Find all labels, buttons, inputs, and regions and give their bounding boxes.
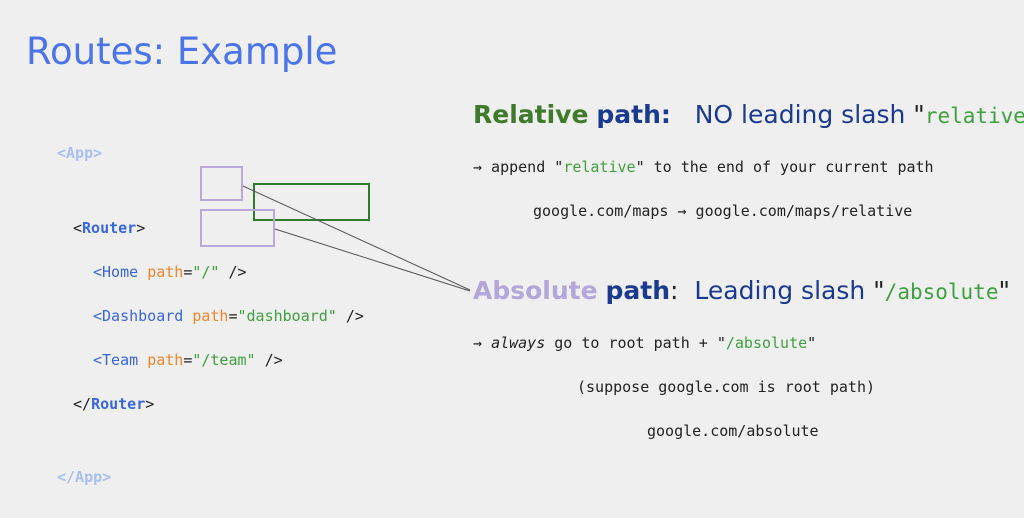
dashboard-path-highlight [253,183,370,221]
connector-team-to-absolute [274,228,471,292]
router-close-tag: Router [91,395,146,413]
code-router-open: <Router> [73,219,146,237]
route-component: <Dashboard [93,307,184,325]
slide-title: Routes: Example [26,30,338,73]
absolute-path-word: path [605,276,671,305]
code-route-team: <Team path="/team" /> [93,351,283,369]
route-component: <Home [93,263,139,281]
route-attr: path [147,351,184,369]
relative-heading: Relative path: NO leading slash "relativ… [473,100,1024,129]
absolute-keyword: Absolute [473,276,598,305]
absolute-heading: Absolute path: Leading slash "/absolute" [473,276,1010,305]
relative-example-line: google.com/maps → google.com/maps/relati… [533,202,913,220]
route-path-value: "/team" [192,351,256,369]
team-path-highlight [200,209,275,247]
router-open-tag: Router [82,219,137,237]
relative-explanation: → append "relative" to the end of your c… [473,158,934,176]
app-close-tag: </App> [57,468,112,486]
route-attr: path [147,263,184,281]
relative-example: relative [924,104,1024,128]
home-path-highlight [200,166,243,201]
code-route-home: <Home path="/" /> [93,263,247,281]
route-path-value: "dashboard" [237,307,337,325]
absolute-example: /absolute [884,280,999,304]
app-open-tag: <App> [57,144,103,162]
code-app-close: </App> [57,466,364,488]
relative-description: NO leading slash [694,100,914,129]
code-route-dashboard: <Dashboard path="dashboard" /> [93,307,364,325]
code-app-open: <App> [57,142,364,164]
route-component: <Team [93,351,139,369]
code-router-close: </Router> [73,395,155,413]
relative-keyword: Relative [473,100,589,129]
route-path-value: "/" [192,263,220,281]
connector-home-to-absolute [242,185,471,291]
absolute-root-note: (suppose google.com is root path) [577,378,876,396]
absolute-explanation: → always go to root path + "/absolute" [473,334,817,352]
route-attr: path [192,307,229,325]
relative-path-word: path: [596,100,671,129]
absolute-description: Leading slash [694,276,874,305]
code-block: <App> <Router> <Home path="/" /> <Dashbo… [57,120,364,510]
absolute-example-line: google.com/absolute [647,422,819,440]
